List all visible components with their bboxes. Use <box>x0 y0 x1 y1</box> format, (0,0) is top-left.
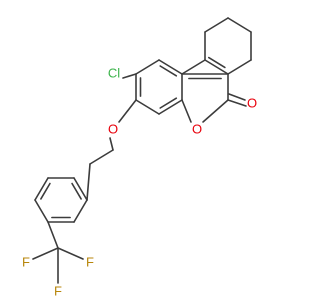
atom-ether-oxygen: O <box>108 121 118 136</box>
bond-ringC-double <box>204 59 229 75</box>
atom-labels: Cl O O O F F F <box>22 65 257 298</box>
bond-ringB-double <box>34 177 49 201</box>
atom-fluorine-2: F <box>86 254 94 269</box>
bond-c-f1 <box>32 247 59 260</box>
bond-ringC <box>227 17 252 33</box>
bond-ringB-double-inner <box>71 182 82 200</box>
bond-layer <box>32 17 252 284</box>
bond-ringC <box>204 17 229 33</box>
bond-ringB <box>73 199 88 223</box>
bond-carbonyl-inner <box>228 93 246 101</box>
bond-ringC <box>181 59 206 75</box>
bond-ch2 <box>89 149 114 165</box>
molecule-drawing: Cl O O O F F F <box>22 17 257 298</box>
bond-ringA <box>135 59 160 75</box>
bond-ringA <box>135 99 160 115</box>
atom-fluorine-1: F <box>22 254 30 269</box>
bond-ringB-double-inner <box>40 182 51 200</box>
bond-ch2-aryl <box>86 163 91 201</box>
bond-ringB-double <box>73 177 88 201</box>
bond-ringA-double <box>158 99 183 115</box>
bond-ringB <box>34 199 49 223</box>
atom-fluorine-3: F <box>54 283 62 298</box>
bond-c-oether <box>118 99 137 123</box>
bond-oether-ch2 <box>109 137 114 151</box>
bond-oring-c <box>202 99 229 123</box>
bond-ringA-double-inner <box>159 65 178 77</box>
bond-ringA-double <box>158 59 183 75</box>
structure-canvas: Cl O O O F F F <box>22 17 257 298</box>
atom-chlorine: Cl <box>108 65 120 80</box>
bond-c-f2 <box>57 247 84 260</box>
bond-c-oring <box>181 99 192 123</box>
bond-ringC-double-inner <box>207 56 226 69</box>
bond-c-cf3 <box>47 221 59 249</box>
bond-c-cl <box>122 73 137 79</box>
atom-ring-oxygen: O <box>192 121 202 136</box>
atom-carbonyl-oxygen: O <box>247 95 257 110</box>
bond-ringC <box>227 59 252 75</box>
bond-ringA-double-inner <box>159 97 178 109</box>
bond-carbonyl <box>227 99 247 107</box>
